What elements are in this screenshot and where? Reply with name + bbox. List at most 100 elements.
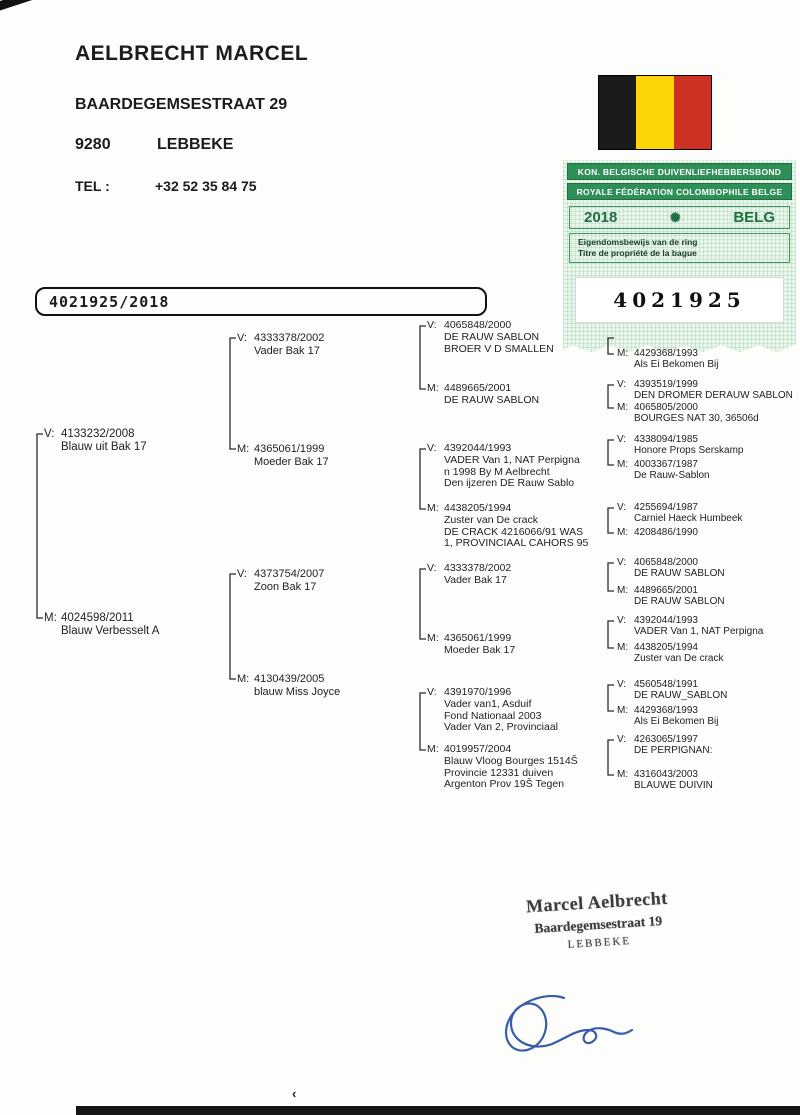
ring-number: 4429368/1993 bbox=[634, 705, 698, 716]
sex-label: M: bbox=[237, 673, 250, 685]
bird-notes: BLAUWE DUIVIN bbox=[634, 780, 713, 792]
ownership-text-nl: Eigendomsbewijs van de ring bbox=[578, 237, 698, 247]
sex-label: V: bbox=[44, 428, 55, 440]
sex-label: M: bbox=[617, 769, 629, 780]
bird-notes: Vader van1, Asduif Fond Nationaal 2003 V… bbox=[444, 697, 559, 734]
sex-label: M: bbox=[44, 612, 57, 624]
bird-notes: Honore Props Serskamp bbox=[634, 445, 744, 457]
sex-label: M: bbox=[237, 443, 250, 455]
sex-label: M: bbox=[617, 642, 629, 653]
ring-number: 4489665/2001 bbox=[444, 382, 512, 394]
sex-label: V: bbox=[427, 319, 437, 331]
bird-notes: DE PERPIGNAN: bbox=[634, 745, 713, 757]
federation-emblem-icon: ✺ bbox=[669, 209, 681, 225]
ring-number: 4316043/2003 bbox=[634, 769, 698, 780]
sex-label: M: bbox=[617, 527, 629, 538]
ring-number: 4365061/1999 bbox=[444, 632, 512, 644]
ring-number: 4133232/2008 bbox=[61, 428, 135, 440]
scan-corner-mark bbox=[0, 0, 33, 12]
ring-number: 4024598/2011 bbox=[61, 612, 134, 624]
ring-number: 4391970/1996 bbox=[444, 686, 512, 698]
bird-notes: Zuster van De crack DE CRACK 4216066/91 … bbox=[444, 513, 589, 550]
ring-number: 4489665/2001 bbox=[634, 585, 698, 596]
signature bbox=[504, 994, 634, 1052]
sex-label: M: bbox=[617, 705, 629, 716]
federation-year-row: 2018 ✺ BELG bbox=[569, 206, 790, 229]
owner-city: LEBBEKE bbox=[157, 136, 234, 153]
bird-notes: Vader Bak 17 bbox=[444, 573, 507, 586]
ring-number: 4255694/1987 bbox=[634, 502, 698, 513]
bird-notes: Moeder Bak 17 bbox=[254, 455, 329, 468]
ring-number: 4392044/1993 bbox=[634, 615, 698, 626]
sex-label: M: bbox=[617, 402, 629, 413]
ring-number: 4560548/1991 bbox=[634, 679, 698, 690]
scan-bottom-glyph: ‹ bbox=[292, 1086, 297, 1101]
ring-number: 4333378/2002 bbox=[254, 332, 325, 344]
subject-ring-box: 4021925/2018 bbox=[35, 287, 487, 316]
sex-label: M: bbox=[427, 382, 439, 394]
sex-label: V: bbox=[427, 686, 437, 698]
ring-number: 4333378/2002 bbox=[444, 562, 512, 574]
owner-postal: 9280 bbox=[75, 136, 111, 153]
stamp-year: 2018 bbox=[584, 209, 618, 226]
owner-ink-stamp: Marcel Aelbrecht Baardegemsestraat 19 LE… bbox=[496, 886, 699, 955]
stamp-country: BELG bbox=[733, 209, 775, 226]
ring-number: 4438205/1994 bbox=[634, 642, 698, 653]
ring-number: 4065848/2000 bbox=[634, 557, 698, 568]
ring-number: 4438205/1994 bbox=[444, 502, 512, 514]
ring-number: 4003367/1987 bbox=[634, 459, 698, 470]
ring-number: 4130439/2005 bbox=[254, 673, 325, 685]
sex-label: V: bbox=[617, 379, 627, 390]
ownership-text-fr: Titre de propriété de la bague bbox=[578, 248, 697, 258]
bird-notes: DEN DROMER DERAUW SABLON bbox=[634, 390, 793, 402]
sex-label: V: bbox=[617, 434, 627, 445]
sex-label: V: bbox=[617, 679, 627, 690]
sex-label: V: bbox=[237, 568, 247, 580]
ring-number: 4365061/1999 bbox=[254, 443, 325, 455]
bird-notes: DE RAUW SABLON bbox=[444, 393, 540, 406]
bird-notes: Blauw Verbesselt A bbox=[61, 625, 160, 637]
federation-title-nl: KON. BELGISCHE DUIVENLIEFHEBBERSBOND bbox=[567, 163, 792, 180]
bird-notes: DE RAUW SABLON bbox=[634, 568, 725, 580]
scan-bottom-bar bbox=[76, 1106, 800, 1115]
sex-label: V: bbox=[617, 557, 627, 568]
bird-notes: DE RAUW_SABLON bbox=[634, 690, 728, 702]
bird-notes: blauw Miss Joyce bbox=[254, 685, 341, 698]
tel-value: +32 52 35 84 75 bbox=[155, 178, 257, 194]
sex-label: V: bbox=[237, 332, 247, 344]
stamp-ring-number: 4021925 bbox=[575, 277, 784, 323]
tel-label: TEL : bbox=[75, 178, 110, 194]
bird-notes: Zuster van De crack bbox=[634, 653, 724, 665]
sex-label: V: bbox=[427, 442, 437, 454]
ring-number: 4208486/1990 bbox=[634, 527, 698, 538]
sex-label: M: bbox=[617, 348, 629, 359]
bird-notes: VADER Van 1, NAT Perpigna bbox=[634, 626, 764, 638]
bird-notes: Blauw Vloog Bourges 1514Š Provincie 1233… bbox=[444, 754, 578, 791]
sex-label: V: bbox=[617, 734, 627, 745]
bird-notes: Vader Bak 17 bbox=[254, 344, 320, 357]
bird-notes: BOURGES NAT 30, 36506d bbox=[634, 413, 759, 425]
ring-number: 4393519/1999 bbox=[634, 379, 698, 390]
pedigree-entry-gen4-6: M: 4208486/1990 bbox=[617, 527, 698, 538]
